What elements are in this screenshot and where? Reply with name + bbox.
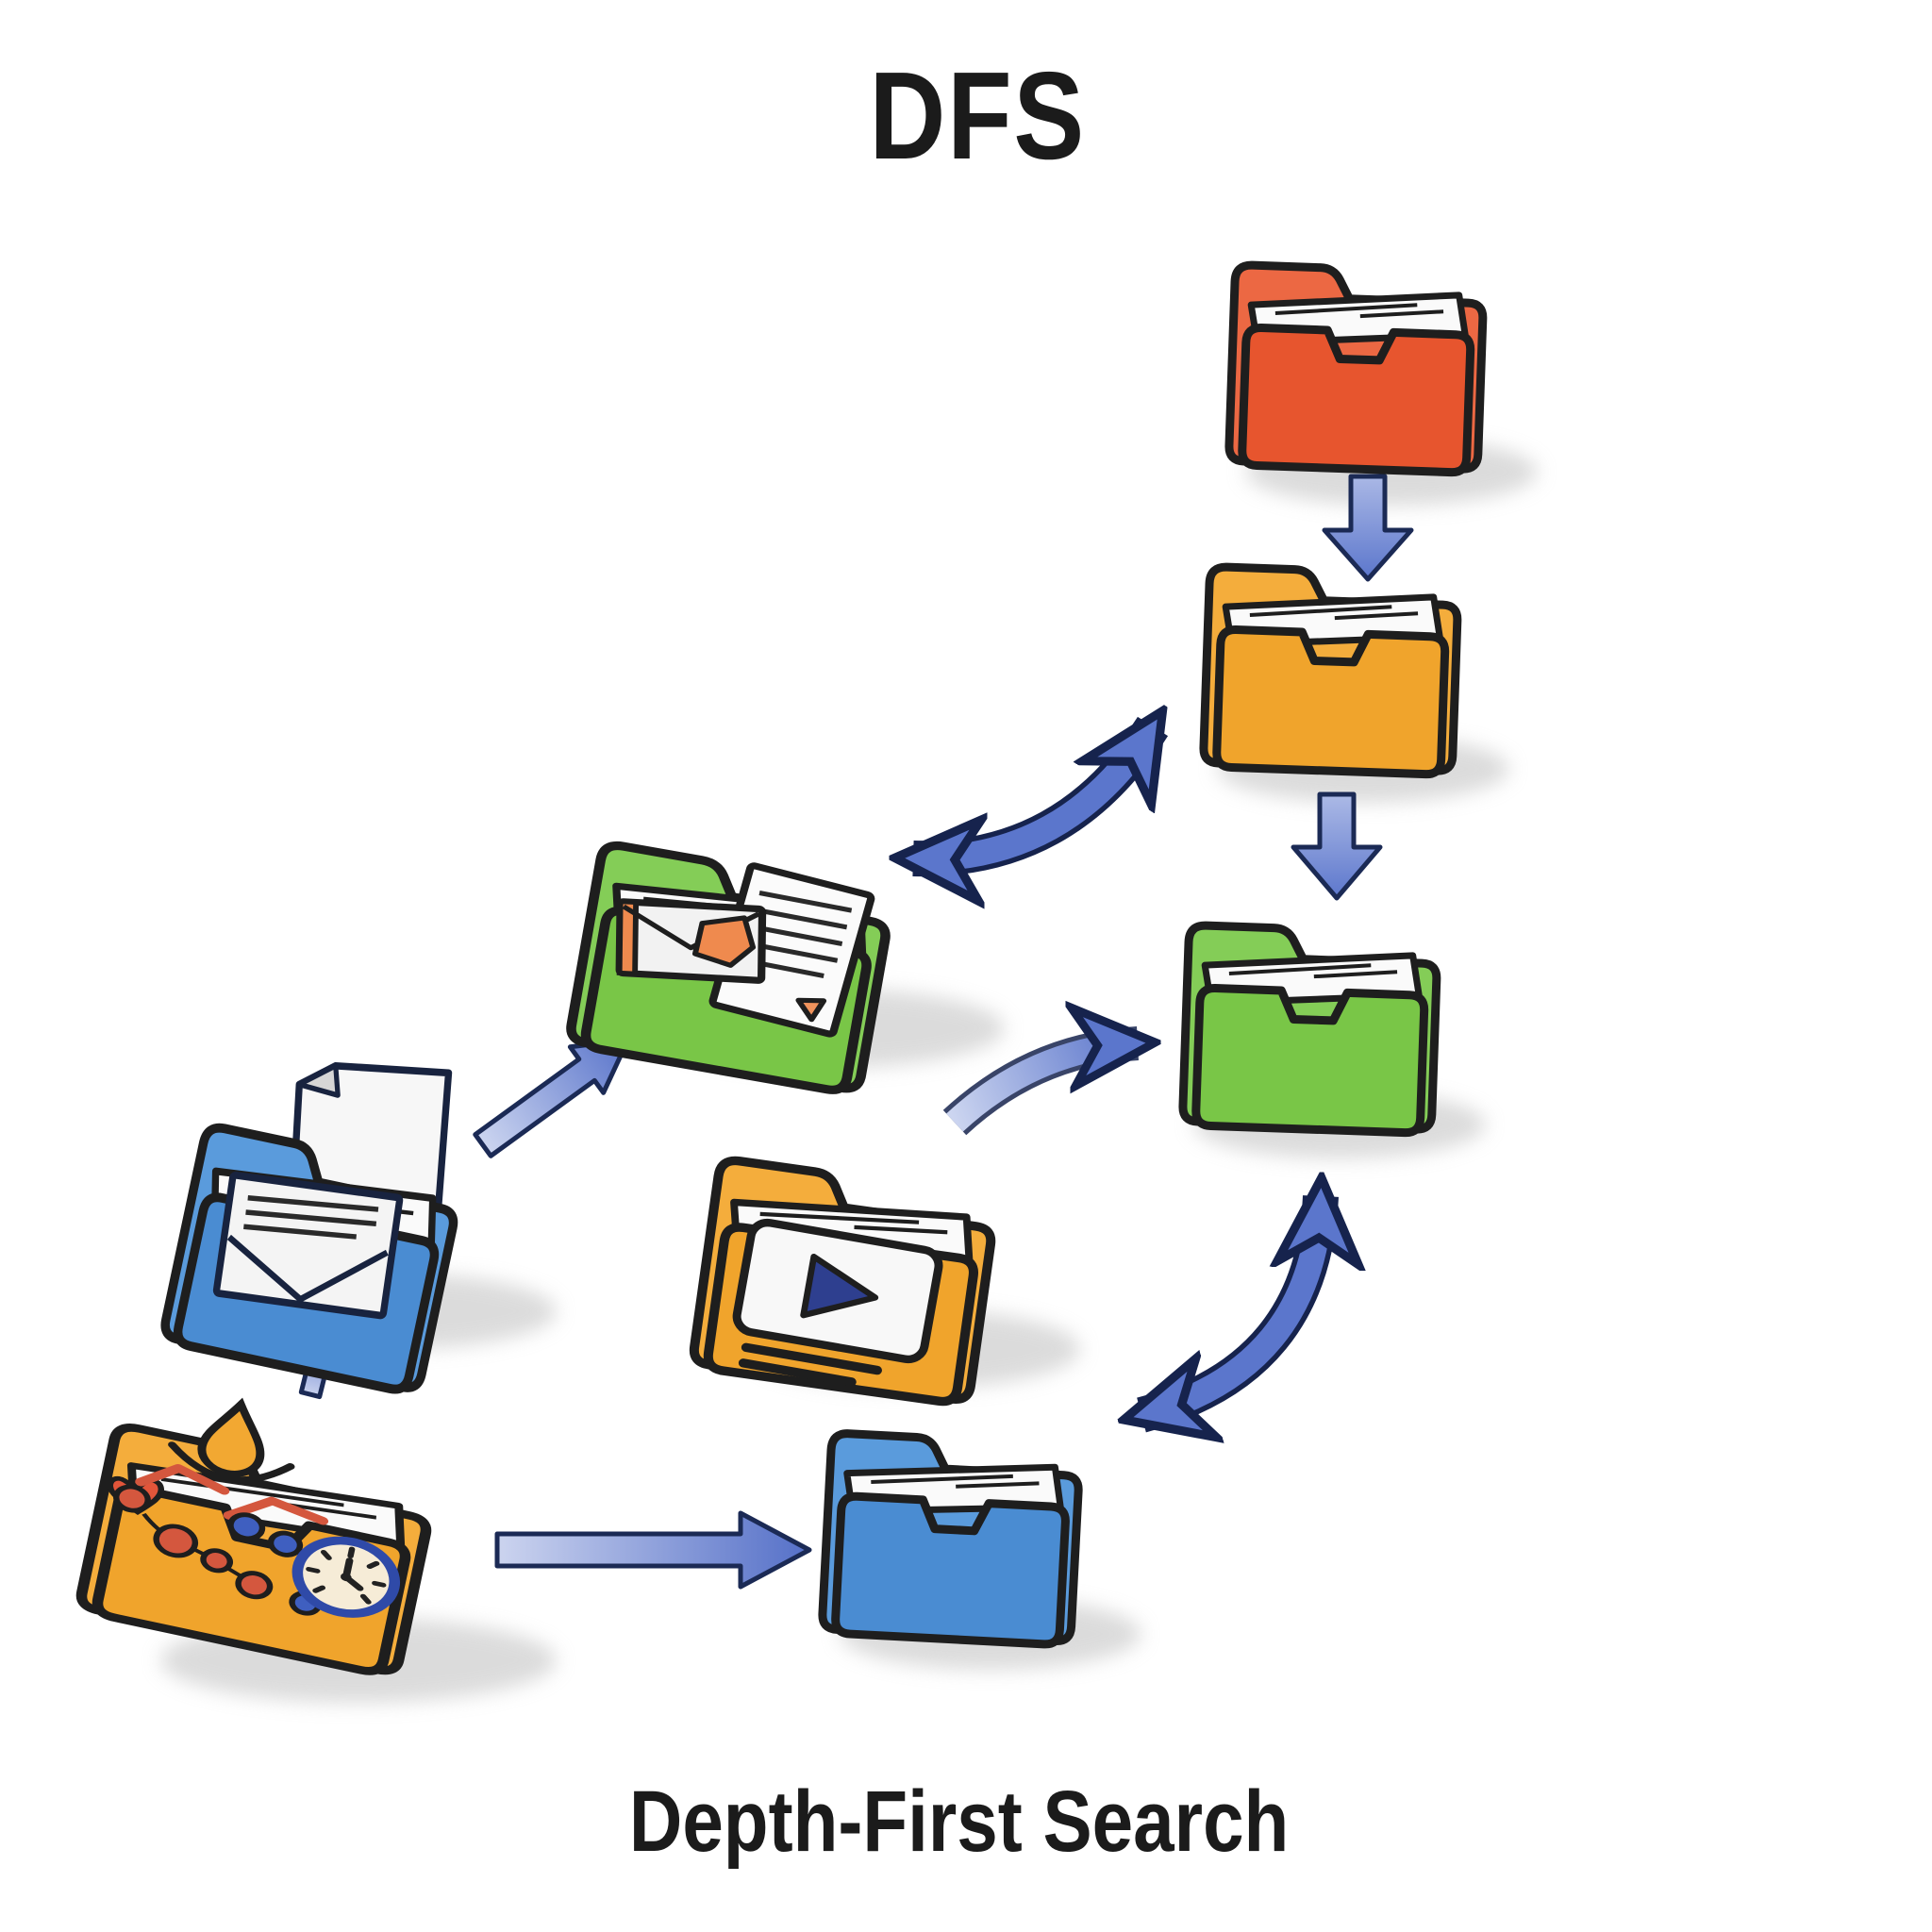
folder-orange-flow: [78, 1397, 443, 1677]
folder-blue-bottom: [822, 1433, 1081, 1646]
folder-red-root: [1228, 265, 1484, 474]
folder-green-mail: [568, 839, 893, 1094]
page-title: DFS: [869, 45, 1086, 185]
arrow-down-red-orange: [1322, 474, 1414, 582]
folder-blue-mail: [161, 1061, 484, 1394]
caption: Depth-First Search: [629, 1774, 1289, 1870]
clock-icon: [291, 1536, 401, 1618]
folder-orange-right: [1203, 567, 1458, 775]
play-icon: [800, 1253, 879, 1319]
arrow-right-flow-blue: [494, 1510, 812, 1590]
droplet-icon: [168, 1397, 295, 1483]
arrow-double-green-blue: [1141, 1196, 1321, 1415]
arrow-video-green: [942, 1043, 1138, 1136]
folder-green-right: [1182, 925, 1438, 1134]
envelope-icon: [615, 898, 767, 984]
folder-orange-video: [691, 1158, 997, 1406]
arrow-down-orange-green: [1291, 791, 1383, 901]
video-player-icon: [732, 1218, 943, 1387]
envelope-letter-icon: [212, 1171, 404, 1320]
edges: [291, 474, 1414, 1590]
arrow-double-greenmail-orange: [913, 726, 1153, 858]
arrow-diagonal-bluemail-greenmail: [473, 1037, 631, 1158]
